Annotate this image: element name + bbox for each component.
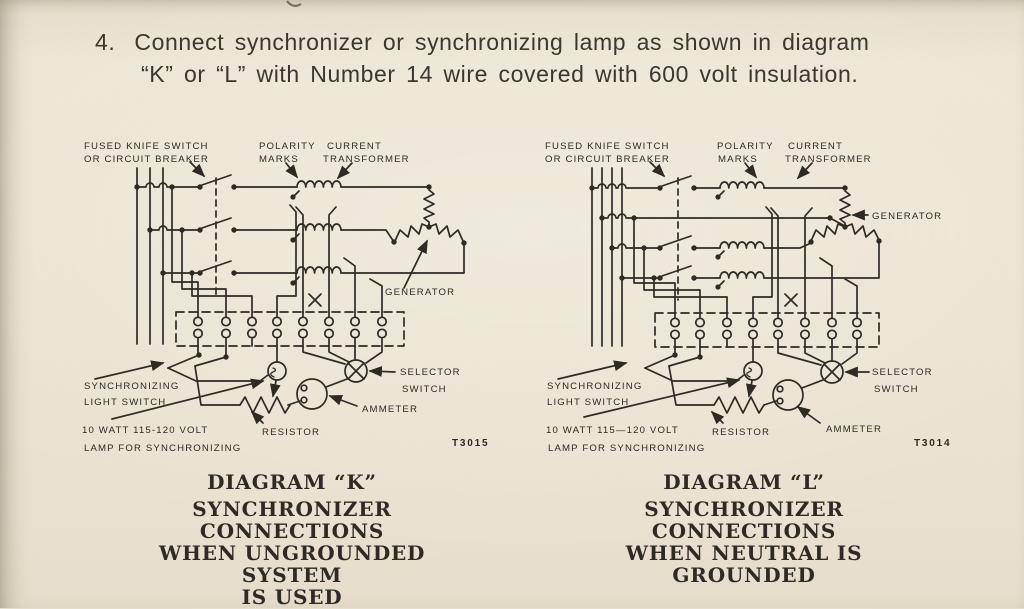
diagram-l-caption-title: DIAGRAM “L” — [663, 470, 825, 494]
figure-number-k: T3015 — [452, 438, 489, 449]
label-fused-knife-switch-line1: FUSED KNIFE SWITCH — [84, 141, 209, 152]
label-transformer-line2: TRANSFORMER — [323, 154, 410, 165]
label-polarity-line2: MARKS — [259, 154, 299, 165]
diagram-k-schematic: FUSED KNIFE SWITCH OR CIRCUIT BREAKER PO… — [82, 141, 489, 454]
diagram-l-labels: FUSED KNIFE SWITCH OR CIRCUIT BREAKER PO… — [545, 141, 951, 454]
lamp-circuit — [167, 345, 383, 414]
generator-wye-windings — [810, 190, 880, 242]
diagram-l-caption-line2: WHEN NEUTRAL IS GROUNDED — [625, 541, 863, 587]
label-polarity-line1: POLARITY — [259, 141, 316, 152]
label-arrows — [94, 161, 428, 425]
label-lamp-line1: 10 WATT 115-120 VOLT — [82, 425, 208, 436]
label-ammeter: AMMETER — [826, 424, 882, 435]
knife-switch-blades — [201, 174, 232, 299]
selector-switch-symbol — [820, 360, 844, 384]
crossed-wires-mark — [308, 293, 322, 307]
label-generator: GENERATOR — [385, 287, 455, 298]
label-ammeter: AMMETER — [362, 404, 418, 415]
label-sync-switch-line2: LIGHT SWITCH — [84, 397, 166, 408]
cropped-glyph-remnant — [286, 0, 302, 8]
resistor-symbol — [713, 396, 765, 414]
label-transformer-line1: CURRENT — [327, 141, 382, 152]
diagram-l-caption-line1: SYNCHRONIZER CONNECTIONS — [644, 497, 844, 543]
label-fused-knife-switch-line2: OR CIRCUIT BREAKER — [84, 154, 209, 165]
diagram-k-caption-line2: WHEN UNGROUNDED SYSTEM — [158, 541, 426, 587]
label-sync-switch-line1: SYNCHRONIZING — [84, 381, 179, 392]
label-lamp-line1: 10 WATT 115—120 VOLT — [546, 425, 679, 436]
diagram-k-caption-line3: IS USED — [241, 585, 343, 609]
label-polarity-line1: POLARITY — [717, 141, 774, 152]
generator-wye-windings — [394, 189, 464, 242]
label-sync-switch-line1: SYNCHRONIZING — [547, 381, 642, 392]
bus-lines — [591, 167, 623, 347]
bus-lines — [136, 167, 164, 345]
phase-wires — [591, 183, 880, 279]
label-arrows — [557, 161, 870, 425]
crossed-wires-mark — [784, 293, 798, 307]
label-selector-line1: SELECTOR — [400, 367, 461, 378]
terminal-drop-wires — [171, 186, 383, 313]
junction-dots — [589, 185, 882, 360]
label-transformer-line2: TRANSFORMER — [785, 154, 872, 165]
selector-switch-symbol — [344, 359, 368, 383]
instruction-line-2: “K” or “L” with Number 14 wire covered w… — [141, 61, 859, 87]
diagram-k-caption-line1: SYNCHRONIZER CONNECTIONS — [192, 497, 392, 543]
label-resistor: RESISTOR — [262, 427, 320, 438]
diagram-l-schematic: FUSED KNIFE SWITCH OR CIRCUIT BREAKER PO… — [545, 141, 951, 454]
label-lamp-line2: LAMP FOR SYNCHRONIZING — [84, 443, 241, 454]
diagram-k-labels: FUSED KNIFE SWITCH OR CIRCUIT BREAKER PO… — [82, 141, 489, 454]
knife-switch-blades — [661, 175, 692, 301]
label-polarity-line2: MARKS — [718, 154, 758, 165]
terminal-drop-wires — [633, 206, 858, 314]
label-lamp-line2: LAMP FOR SYNCHRONIZING — [548, 443, 705, 454]
label-selector-line1: SELECTOR — [872, 367, 933, 378]
instruction-number: 4. — [95, 29, 116, 55]
sync-lamp-symbol — [267, 361, 287, 381]
meter-group — [772, 360, 844, 411]
diagram-l-caption: DIAGRAM “L” SYNCHRONIZER CONNECTIONS WHE… — [560, 471, 928, 586]
instruction-line-1: 4. Connect synchronizer or synchronizing … — [95, 29, 869, 56]
label-selector-line2: SWITCH — [402, 384, 447, 395]
sync-lamp-symbol — [743, 361, 763, 381]
phase-wires — [136, 182, 465, 274]
instruction-text-1: Connect synchronizer or synchronizing la… — [134, 29, 870, 55]
current-transformer-coils — [290, 180, 342, 286]
junction-dots — [134, 184, 467, 360]
label-selector-line2: SWITCH — [874, 384, 919, 395]
sync-light-switch-blades — [167, 354, 227, 369]
terminal-block — [654, 312, 880, 348]
label-fused-knife-switch-line2: OR CIRCUIT BREAKER — [545, 154, 670, 165]
terminal-block — [175, 311, 405, 347]
label-fused-knife-switch-line1: FUSED KNIFE SWITCH — [545, 141, 670, 152]
ammeter-symbol — [296, 378, 328, 410]
figure-number-l: T3014 — [914, 438, 951, 449]
label-generator: GENERATOR — [872, 211, 942, 222]
label-resistor: RESISTOR — [712, 427, 770, 438]
diagram-k-caption-title: DIAGRAM “K” — [207, 470, 377, 494]
label-transformer-line1: CURRENT — [788, 141, 843, 152]
diagram-k-caption: DIAGRAM “K” SYNCHRONIZER CONNECTIONS WHE… — [108, 471, 476, 608]
label-sync-switch-line2: LIGHT SWITCH — [547, 397, 629, 408]
meter-group — [296, 359, 368, 410]
sync-light-switch-blades — [644, 354, 701, 369]
ammeter-symbol — [772, 379, 804, 411]
current-transformer-coils — [715, 181, 765, 290]
resistor-symbol — [239, 396, 291, 414]
